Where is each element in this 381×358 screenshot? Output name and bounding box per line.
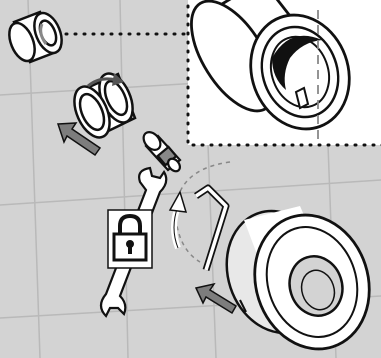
detail-callout xyxy=(175,0,381,145)
lock-icon xyxy=(108,210,152,268)
